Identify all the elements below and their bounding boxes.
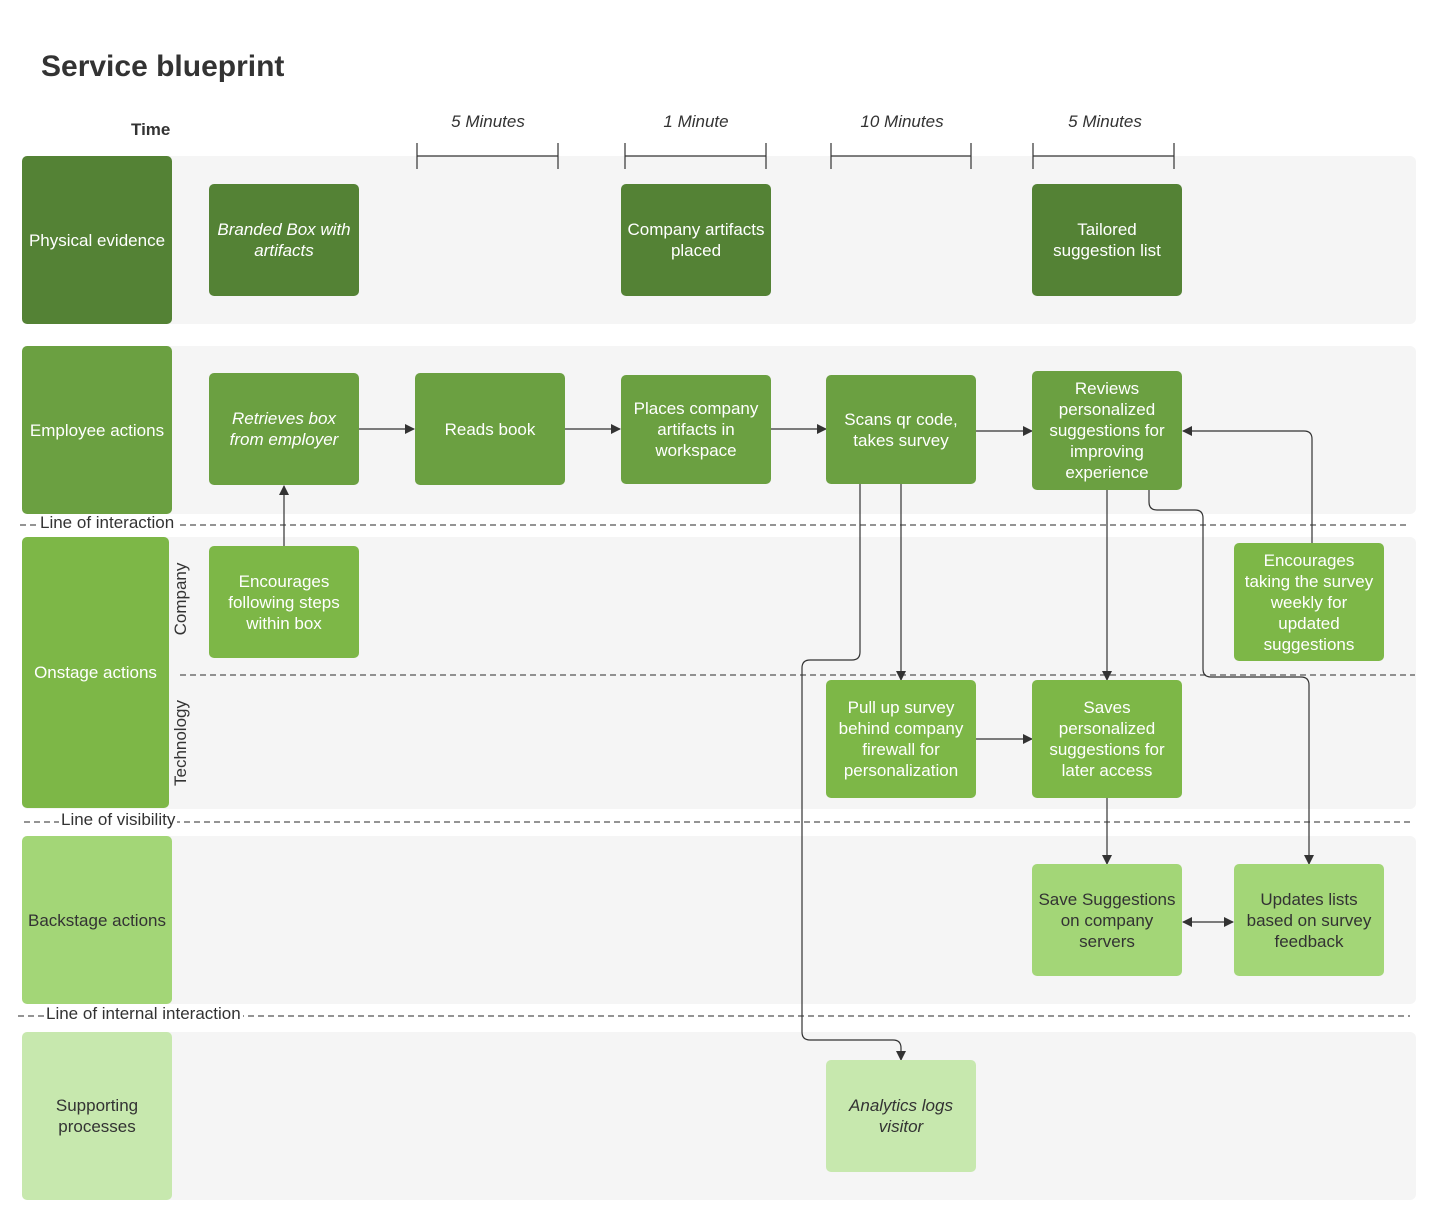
duration-label-1: 5 Minutes <box>451 112 525 131</box>
box-reviews-suggestions: Reviews personalized suggestions for imp… <box>1032 371 1182 490</box>
lane-bg-supporting <box>22 1032 1416 1200</box>
box-scans-qr: Scans qr code, takes survey <box>826 375 976 484</box>
duration-label-4: 5 Minutes <box>1068 112 1142 131</box>
arrow-encourages-survey-to-reviews <box>1182 426 1313 543</box>
lane-label-employee-actions: Employee actions <box>22 346 172 514</box>
lane-label-physical-evidence: Physical evidence <box>22 156 172 324</box>
line-of-interaction-label: Line of interaction <box>38 513 177 532</box>
page-title: Service blueprint <box>41 50 285 83</box>
lane-label-supporting-processes: Supporting processes <box>22 1032 172 1200</box>
time-brackets <box>416 143 1175 169</box>
time-bracket-1 <box>416 143 559 169</box>
box-places-artifacts: Places company artifacts in workspace <box>621 375 771 484</box>
box-tailored-suggestion-list: Tailored suggestion list <box>1032 184 1182 296</box>
line-of-visibility-label: Line of visibility <box>59 810 178 829</box>
box-updates-lists: Updates lists based on survey feedback <box>1234 864 1384 976</box>
arrow-reviews-to-updates <box>1148 490 1314 865</box>
lane-label-onstage-actions: Onstage actions <box>22 537 169 808</box>
line-of-internal-interaction-label: Line of internal interaction <box>44 1004 243 1023</box>
lane-label-backstage-actions: Backstage actions <box>22 836 172 1004</box>
box-retrieves-box: Retrieves box from employer <box>209 373 359 485</box>
box-save-on-servers: Save Suggestions on company servers <box>1032 864 1182 976</box>
box-branded-box: Branded Box with artifacts <box>209 184 359 296</box>
time-label: Time <box>131 120 171 139</box>
time-bracket-4 <box>1032 143 1175 169</box>
box-company-artifacts-placed: Company artifacts placed <box>621 184 771 296</box>
time-bracket-2 <box>624 143 767 169</box>
box-encourages-survey: Encourages taking the survey weekly for … <box>1234 543 1384 661</box>
time-bracket-3 <box>830 143 972 169</box>
box-encourages-steps: Encourages following steps within box <box>209 546 359 658</box>
duration-label-2: 1 Minute <box>663 112 729 131</box>
box-saves-suggestions: Saves personalized suggestions for later… <box>1032 680 1182 798</box>
box-reads-book: Reads book <box>415 373 565 485</box>
duration-label-3: 10 Minutes <box>860 112 944 131</box>
arrow-scans-to-analytics <box>801 484 906 1061</box>
box-analytics-logs: Analytics logs visitor <box>826 1060 976 1172</box>
box-pull-up-survey: Pull up survey behind company firewall f… <box>826 680 976 798</box>
